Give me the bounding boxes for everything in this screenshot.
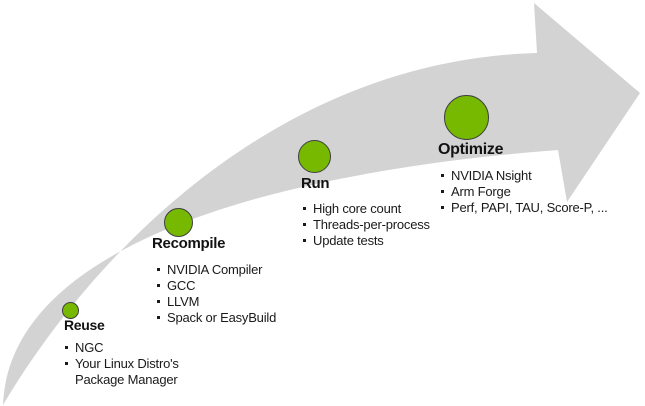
stage-items-optimize: NVIDIA Nsight Arm Forge Perf, PAPI, TAU,… (440, 168, 608, 216)
stage-title-run: Run (301, 175, 330, 192)
stage-item: LLVM (156, 294, 276, 310)
stage-item: Your Linux Distro's Package Manager (64, 356, 192, 388)
stage-item: Spack or EasyBuild (156, 310, 276, 326)
stage-items-recompile: NVIDIA Compiler GCC LLVM Spack or EasyBu… (156, 262, 276, 326)
stage-items-run: High core count Threads-per-process Upda… (302, 201, 430, 249)
stage-title-optimize: Optimize (438, 141, 504, 158)
stage-dot-run (298, 140, 331, 173)
stage-item: NGC (64, 340, 192, 356)
stage-dot-reuse (62, 302, 79, 319)
stage-item: High core count (302, 201, 430, 217)
stage-dot-recompile (164, 208, 193, 237)
stage-item: NVIDIA Nsight (440, 168, 608, 184)
stage-item: Threads-per-process (302, 217, 430, 233)
stage-title-reuse: Reuse (64, 317, 105, 333)
stage-item: Arm Forge (440, 184, 608, 200)
stage-item: Perf, PAPI, TAU, Score-P, ... (440, 200, 608, 216)
stage-item: Update tests (302, 233, 430, 249)
stage-item: GCC (156, 278, 276, 294)
stage-title-recompile: Recompile (152, 235, 226, 252)
stage-dot-optimize (444, 95, 489, 140)
stage-items-reuse: NGC Your Linux Distro's Package Manager (64, 340, 192, 388)
stage-item: NVIDIA Compiler (156, 262, 276, 278)
